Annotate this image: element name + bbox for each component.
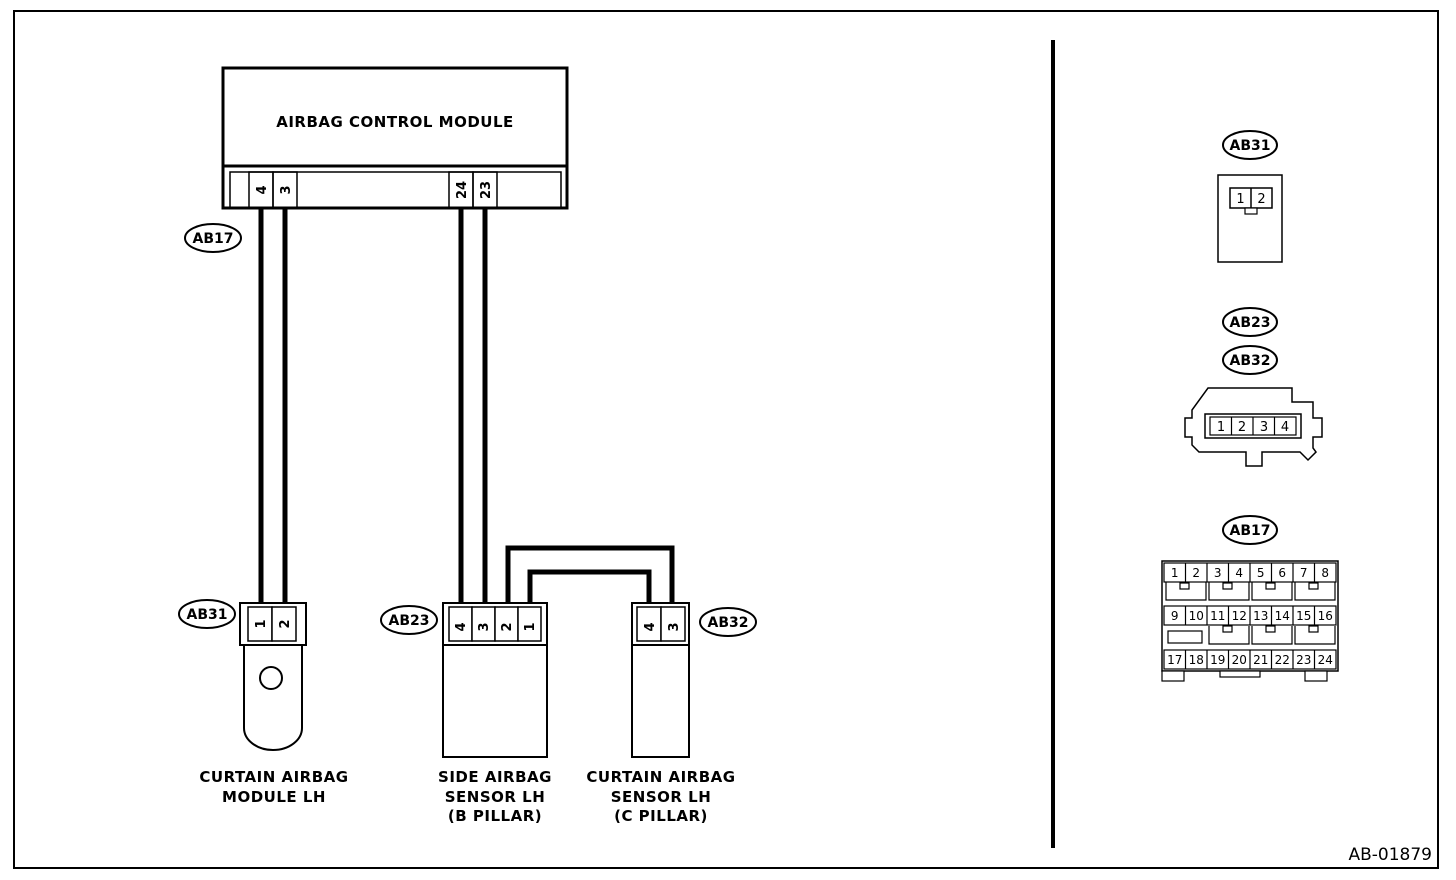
cm-pin-label: 3 — [279, 185, 294, 194]
svg-text:3: 3 — [1260, 420, 1268, 435]
svg-text:19: 19 — [1210, 653, 1225, 667]
svg-text:1: 1 — [1236, 192, 1244, 207]
svg-text:22: 22 — [1275, 653, 1290, 667]
ab23-pin-label: 1 — [523, 622, 538, 631]
curtain-sensor-label-line: CURTAIN AIRBAG — [586, 768, 735, 786]
svg-text:2: 2 — [1257, 192, 1265, 207]
ab31-tag-text: AB31 — [187, 607, 228, 623]
curtain-sensor-label-line: SENSOR LH — [611, 788, 712, 806]
svg-text:21: 21 — [1253, 653, 1268, 667]
side-sensor-label-line: SIDE AIRBAG — [438, 768, 552, 786]
svg-text:5: 5 — [1257, 566, 1265, 580]
ab31-pin-label: 2 — [278, 619, 293, 628]
side-airbag-sensor: 4 3 2 1 AB23 SIDE AIRBAG SENSOR LH (B PI… — [380, 602, 552, 825]
svg-text:AB17: AB17 — [1230, 523, 1271, 539]
ab23-tag-text: AB23 — [389, 613, 430, 629]
wire-ab23-1-to-ab32-4 — [527, 569, 652, 607]
connector-view-ab31: AB31 1 2 — [1217, 130, 1283, 263]
curtain-module-label-line: MODULE LH — [222, 788, 326, 806]
svg-text:4: 4 — [1281, 420, 1289, 435]
svg-text:12: 12 — [1232, 609, 1247, 623]
curtain-module-label-line: CURTAIN AIRBAG — [199, 768, 348, 786]
curtain-airbag-module: 1 2 AB31 CURTAIN AIRBAG MODULE LH — [178, 599, 348, 806]
ab23-tag — [380, 605, 438, 635]
svg-text:8: 8 — [1321, 566, 1329, 580]
svg-text:4: 4 — [1235, 566, 1243, 580]
cm-pin-label: 4 — [255, 185, 270, 194]
svg-text:20: 20 — [1232, 653, 1247, 667]
ab23-pin-label: 2 — [500, 622, 515, 631]
svg-text:10: 10 — [1189, 609, 1204, 623]
cm-pin-label: 24 — [455, 181, 470, 199]
svg-text:6: 6 — [1278, 566, 1286, 580]
curtain-sensor-label-line: (C PILLAR) — [614, 807, 708, 825]
ab31-tag — [178, 599, 236, 629]
connector-view-ab23-ab32: AB23 AB32 1 2 3 4 — [1184, 307, 1323, 467]
side-sensor-label-line: SENSOR LH — [445, 788, 546, 806]
cm-pin-label: 23 — [479, 181, 494, 199]
svg-text:18: 18 — [1189, 653, 1204, 667]
svg-text:13: 13 — [1253, 609, 1268, 623]
svg-text:AB31: AB31 — [1230, 138, 1271, 154]
wires — [258, 208, 675, 607]
curtain-airbag-sensor: 4 3 AB32 CURTAIN AIRBAG SENSOR LH (C PIL… — [586, 602, 757, 825]
svg-text:14: 14 — [1275, 609, 1290, 623]
svg-text:23: 23 — [1296, 653, 1311, 667]
svg-text:2: 2 — [1192, 566, 1200, 580]
ab32-tag — [699, 607, 757, 637]
svg-text:9: 9 — [1171, 609, 1179, 623]
svg-text:11: 11 — [1210, 609, 1225, 623]
control-module-label: AIRBAG CONTROL MODULE — [276, 113, 514, 131]
svg-text:15: 15 — [1296, 609, 1311, 623]
ab32-tag-text: AB32 — [708, 615, 749, 631]
diagram-frame — [13, 10, 1439, 869]
harness-tag-ab17: AB17 — [184, 223, 242, 253]
side-sensor-label-line: (B PILLAR) — [448, 807, 542, 825]
svg-text:AB32: AB32 — [1230, 353, 1271, 369]
mounting-hole — [259, 666, 283, 690]
svg-text:7: 7 — [1300, 566, 1308, 580]
airbag-control-module: AIRBAG CONTROL MODULE 4 3 24 23 — [221, 66, 569, 210]
svg-text:2: 2 — [1238, 420, 1246, 435]
svg-text:1: 1 — [1217, 420, 1225, 435]
figure-id: AB-01879 — [1348, 845, 1432, 865]
ab23-pin-label: 4 — [454, 622, 469, 631]
connector-view-ab17: AB17 — [1161, 515, 1339, 682]
svg-text:AB23: AB23 — [1230, 315, 1271, 331]
ab23-pin-label: 3 — [477, 622, 492, 631]
svg-text:24: 24 — [1318, 653, 1333, 667]
ab32-pin-label: 3 — [667, 622, 682, 631]
svg-text:16: 16 — [1318, 609, 1333, 623]
svg-text:1: 1 — [1171, 566, 1179, 580]
svg-text:17: 17 — [1167, 653, 1182, 667]
svg-text:3: 3 — [1214, 566, 1222, 580]
ab31-pin-label: 1 — [254, 619, 269, 628]
wire-ab23-2-to-ab32-3 — [505, 545, 675, 607]
ab32-pin-label: 4 — [643, 622, 658, 631]
svg-text:AB17: AB17 — [193, 231, 234, 247]
